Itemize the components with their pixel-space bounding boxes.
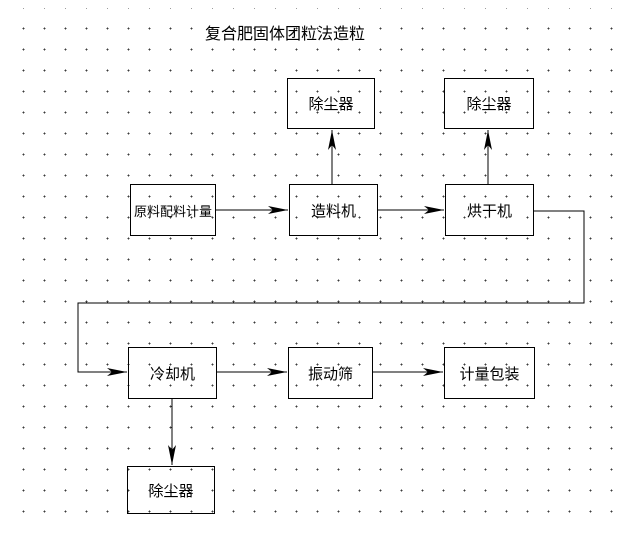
node-metering-packaging: 计量包装 bbox=[444, 347, 535, 399]
node-cooler: 冷却机 bbox=[128, 347, 217, 399]
node-label: 计量包装 bbox=[459, 364, 520, 383]
node-dust-collector-top-2: 除尘器 bbox=[444, 78, 534, 129]
node-label: 除尘器 bbox=[308, 95, 354, 113]
node-dryer: 烘干机 bbox=[445, 184, 534, 236]
node-label: 振动筛 bbox=[307, 364, 353, 383]
node-dust-collector-top-1: 除尘器 bbox=[287, 78, 375, 129]
node-label: 冷却机 bbox=[149, 364, 195, 383]
node-label: 原料配料计量 bbox=[133, 204, 212, 220]
node-dust-collector-bottom: 除尘器 bbox=[127, 466, 215, 514]
node-vibrating-screen: 振动筛 bbox=[288, 347, 373, 399]
node-raw-material-metering: 原料配料计量 bbox=[130, 184, 216, 236]
node-label: 造料机 bbox=[310, 201, 356, 220]
node-label: 除尘器 bbox=[466, 95, 512, 113]
node-label: 烘干机 bbox=[466, 201, 512, 220]
node-granulator: 造料机 bbox=[289, 184, 378, 236]
diagram-title: 复合肥固体团粒法造粒 bbox=[205, 24, 366, 43]
node-label: 除尘器 bbox=[148, 481, 194, 500]
